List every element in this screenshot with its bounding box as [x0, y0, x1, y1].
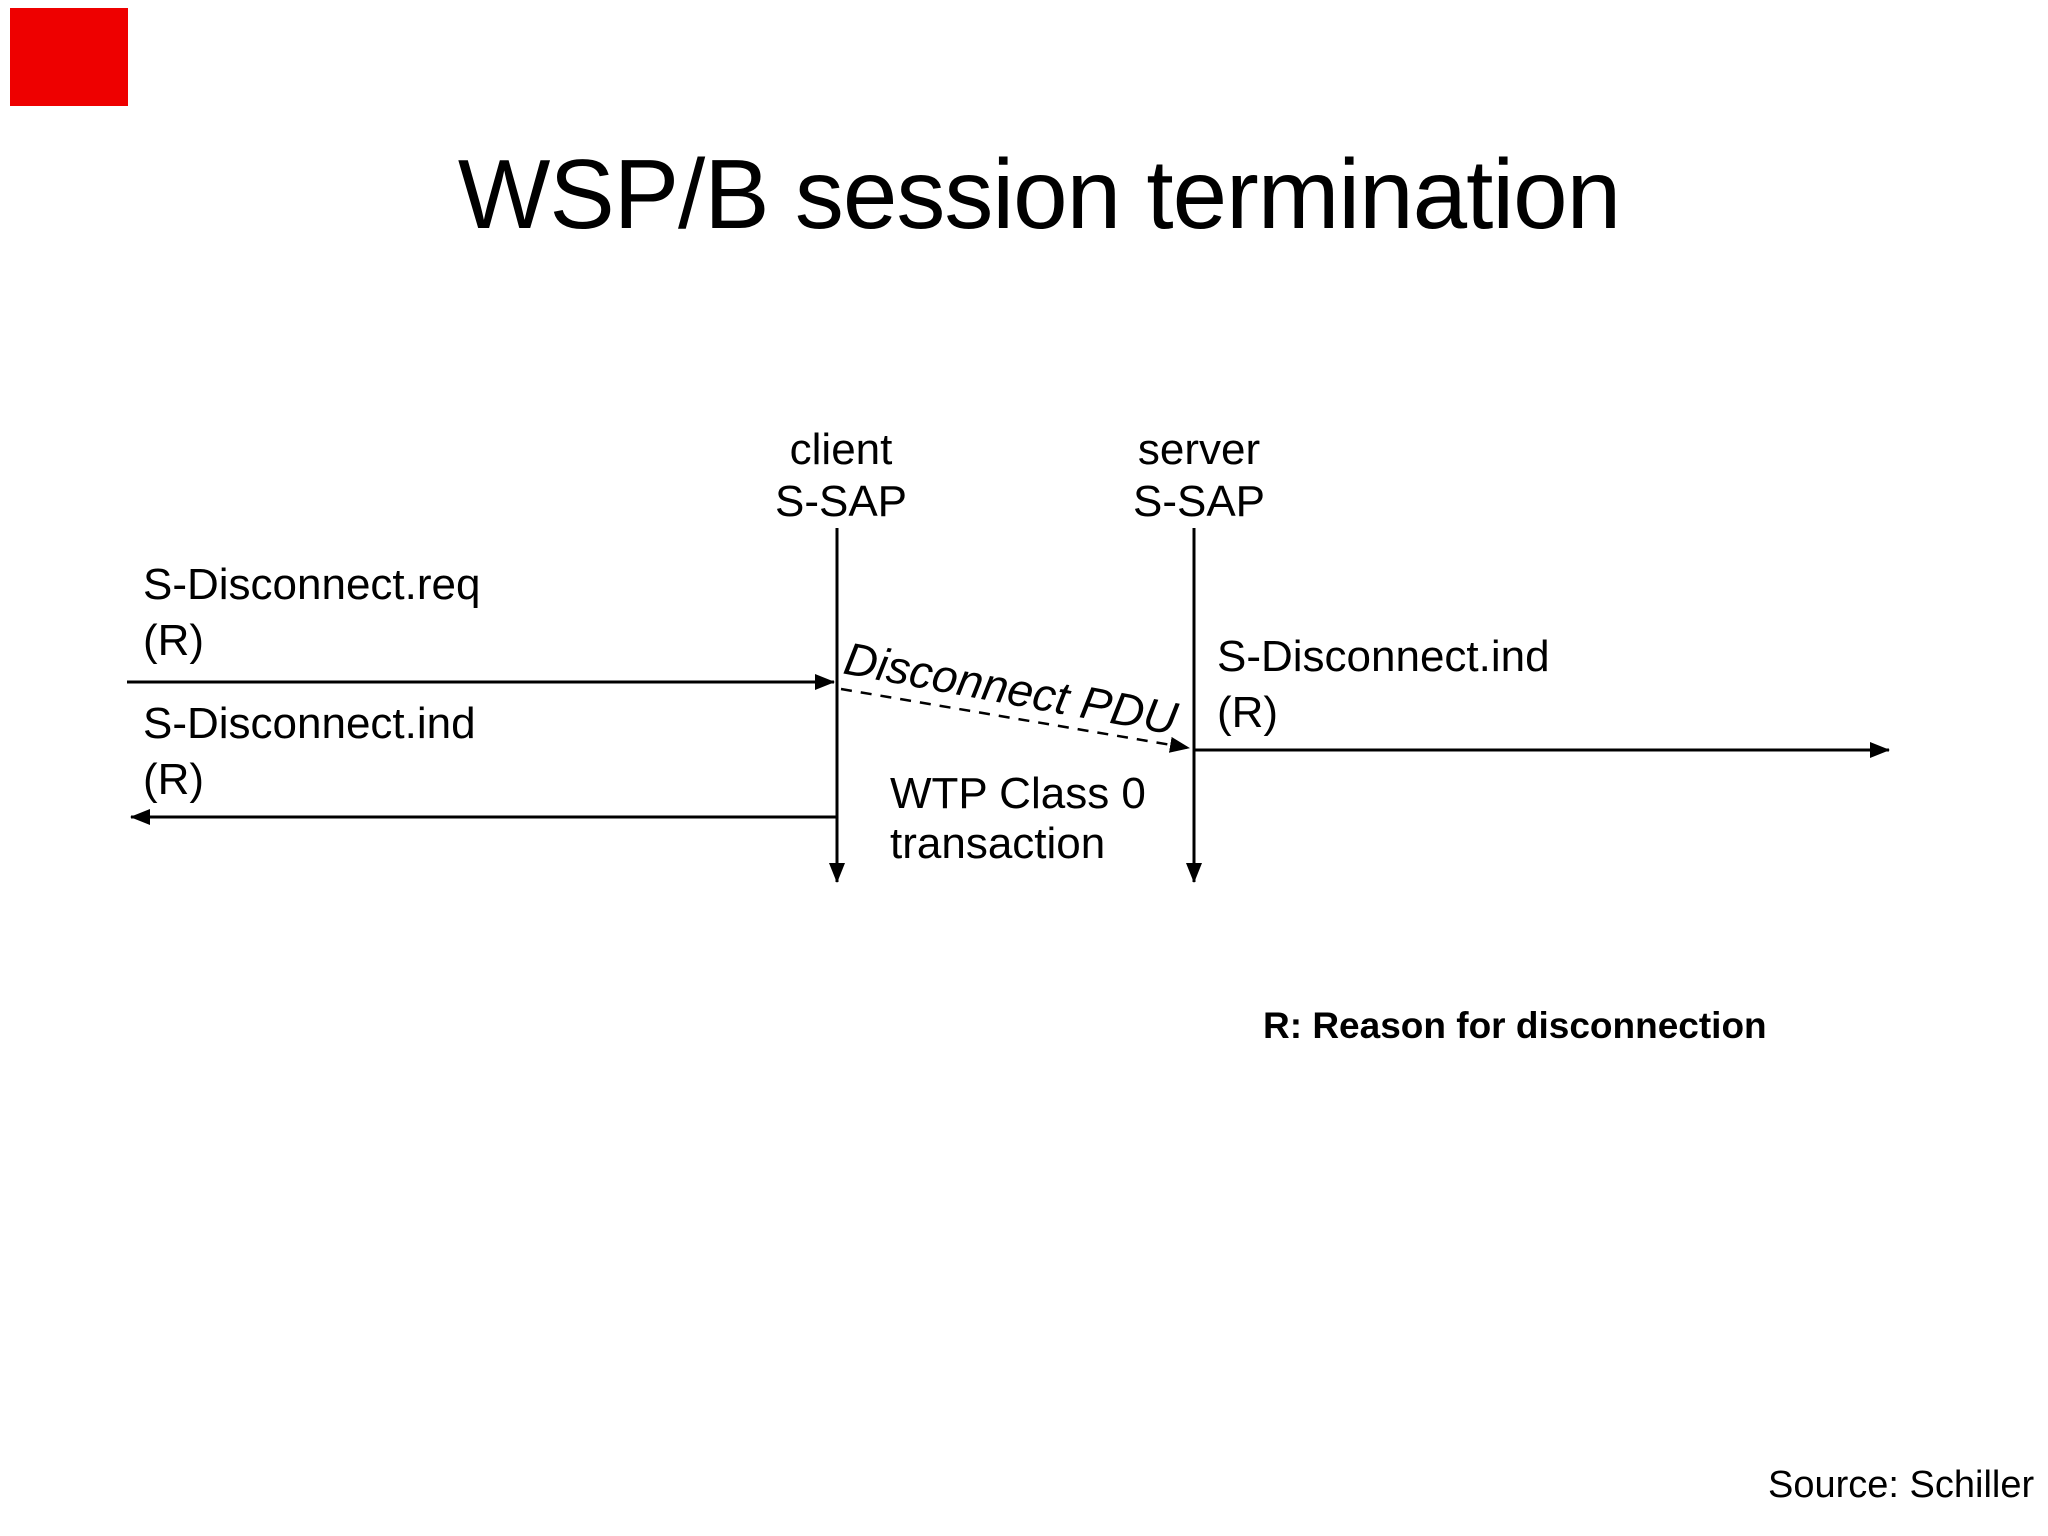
disconnect-req-name: S-Disconnect.req	[143, 560, 481, 609]
disconnect-req-label: S-Disconnect.req (R)	[143, 557, 480, 669]
client-label-line1: client	[789, 425, 893, 474]
source-credit: Source: Schiller	[1768, 1464, 2035, 1506]
wtp-note-line2: transaction	[890, 819, 1106, 868]
server-label-line1: server	[1137, 425, 1261, 474]
disconnect-req-param: (R)	[143, 616, 205, 665]
disconnect-ind-server-name: S-Disconnect.ind	[1217, 632, 1550, 681]
disconnect-ind-server-param: (R)	[1217, 688, 1279, 737]
server-lifeline-label: server S-SAP	[1089, 424, 1309, 528]
wtp-transaction-note: WTP Class 0 transaction	[890, 769, 1146, 869]
disconnect-ind-client-name: S-Disconnect.ind	[143, 699, 476, 748]
slide-title: WSP/B session termination	[457, 139, 1621, 249]
server-label-line2: S-SAP	[1132, 477, 1266, 526]
client-label-line2: S-SAP	[774, 477, 908, 526]
disconnect-ind-server-label: S-Disconnect.ind (R)	[1217, 629, 1550, 741]
reason-footnote: R: Reason for disconnection	[1263, 1005, 1767, 1046]
disconnect-ind-client-label: S-Disconnect.ind (R)	[143, 696, 476, 808]
client-lifeline-label: client S-SAP	[731, 424, 951, 528]
wtp-note-line1: WTP Class 0	[890, 769, 1146, 818]
corner-marker	[10, 8, 128, 106]
disconnect-ind-client-param: (R)	[143, 755, 205, 804]
